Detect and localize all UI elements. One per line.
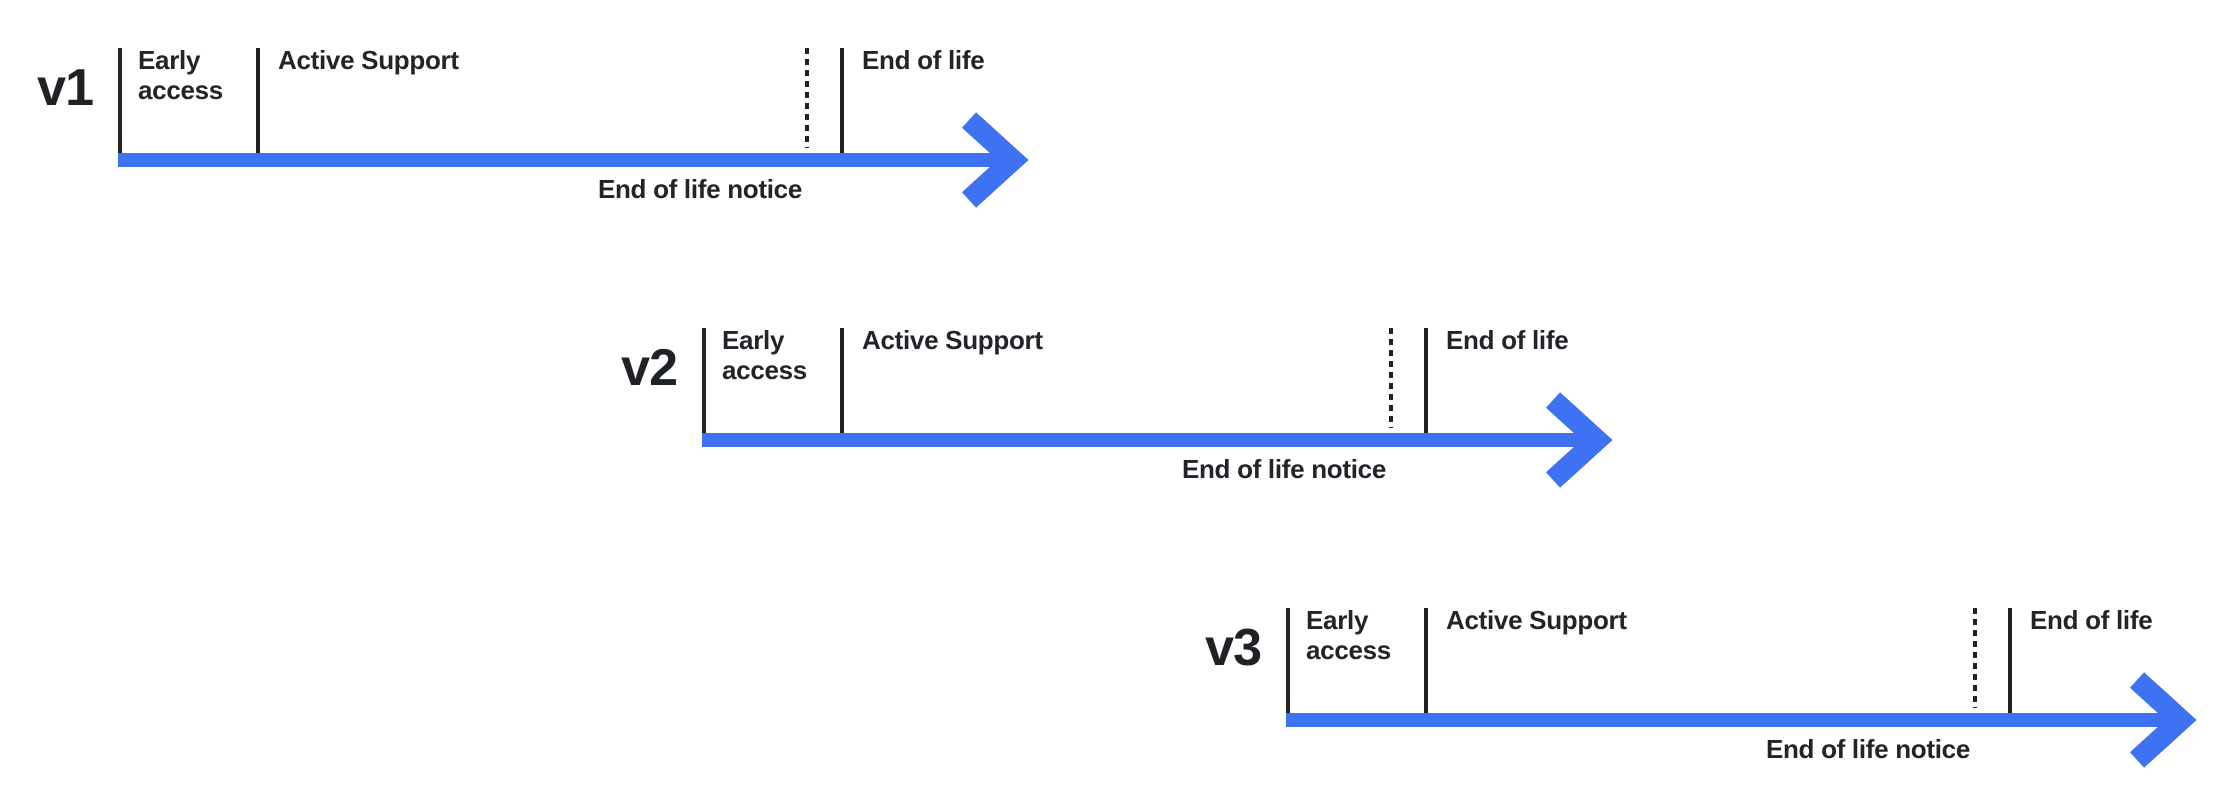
timeline-graphic xyxy=(118,48,1029,208)
end-of-life-label: End of life xyxy=(862,45,985,75)
early-access-label: Early access xyxy=(1306,605,1391,665)
timeline-row-v1: v1 Early access Active Support End of li… xyxy=(37,45,1078,218)
timeline-bar xyxy=(1286,713,2172,727)
end-of-life-notice-label: End of life notice xyxy=(1765,734,1970,764)
active-support-label: Active Support xyxy=(1446,605,1627,635)
end-of-life-notice-label: End of life notice xyxy=(1181,454,1386,484)
active-support-label: Active Support xyxy=(862,325,1043,355)
version-label: v1 xyxy=(37,59,94,117)
early-access-label: Early access xyxy=(138,45,223,105)
end-of-life-label: End of life xyxy=(1446,325,1569,355)
timeline-graphic xyxy=(1286,608,2197,768)
early-access-label: Early access xyxy=(722,325,807,385)
end-of-life-notice-label: End of life notice xyxy=(597,174,802,204)
arrow-head-icon xyxy=(961,112,1029,208)
timeline-graphic xyxy=(702,328,1613,488)
timeline-bar xyxy=(702,433,1588,447)
arrow-head-icon xyxy=(2129,672,2197,768)
version-label: v3 xyxy=(1205,619,1262,677)
version-label: v2 xyxy=(621,339,678,397)
timeline-row-v2: v2 Early access Active Support End of li… xyxy=(621,325,1662,498)
arrow-head-icon xyxy=(1545,392,1613,488)
timeline-bar xyxy=(118,153,1004,167)
timeline-row-v3: v3 Early access Active Support End of li… xyxy=(1205,605,2228,778)
end-of-life-label: End of life xyxy=(2030,605,2153,635)
active-support-label: Active Support xyxy=(278,45,459,75)
